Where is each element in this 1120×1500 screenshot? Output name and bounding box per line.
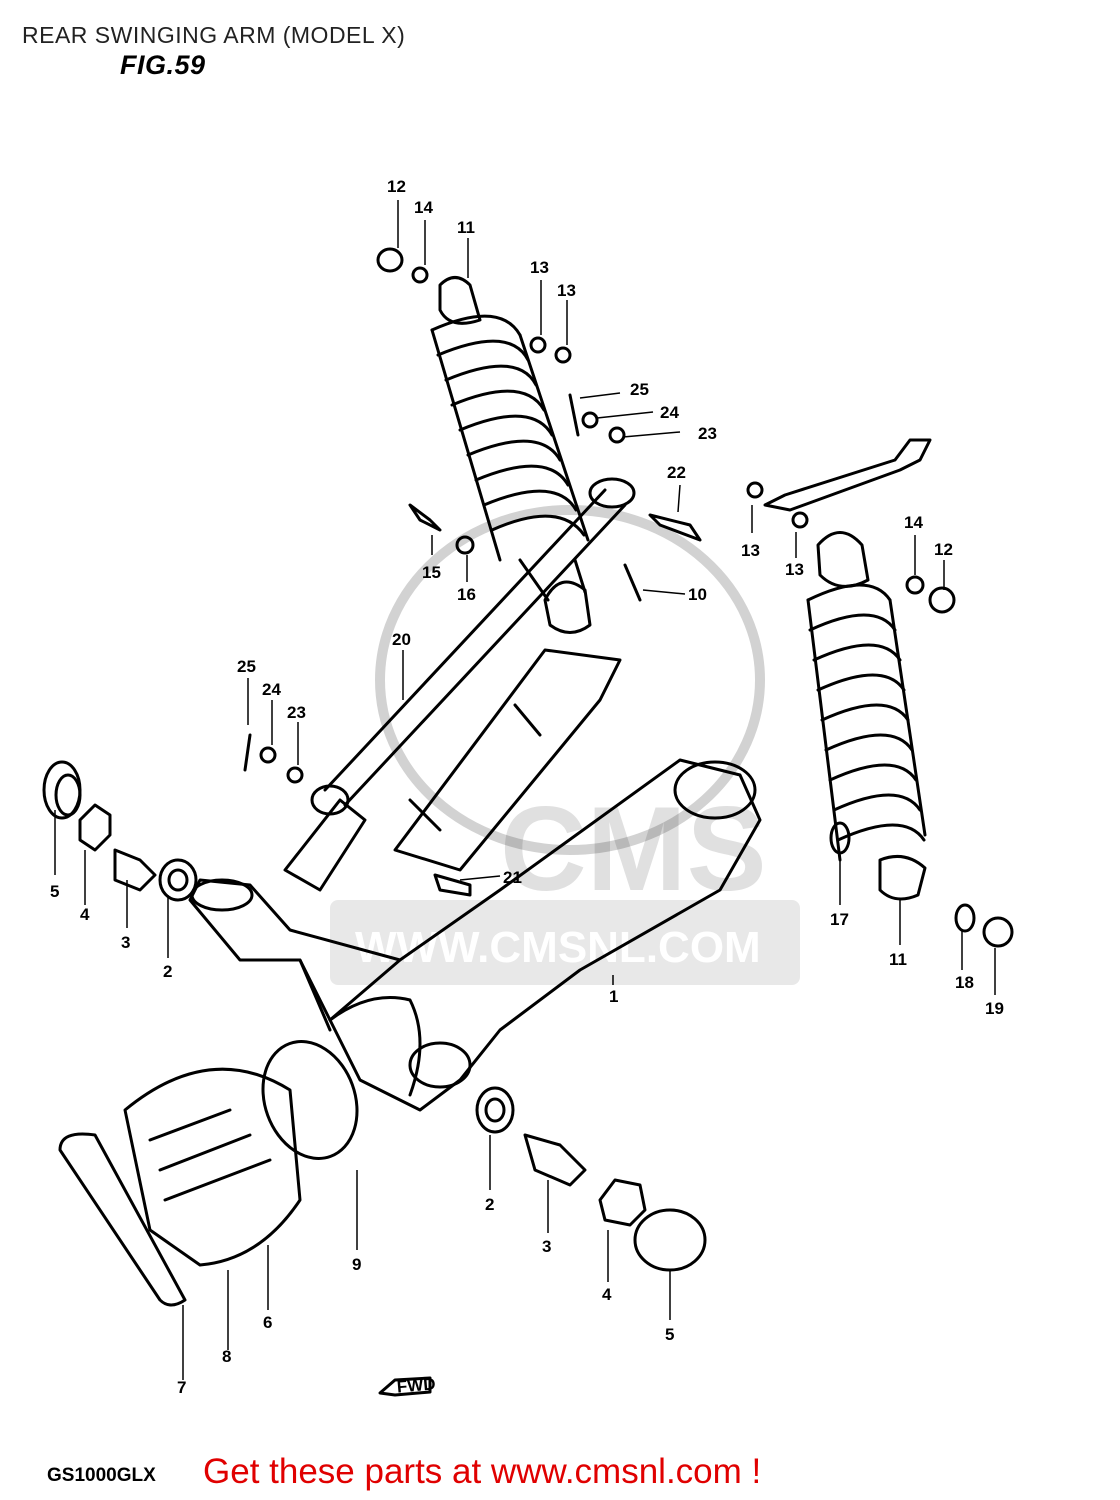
model-code: GS1000GLX (47, 1465, 156, 1486)
watermark-logo: CMS (500, 782, 767, 916)
callout-13: 13 (741, 541, 760, 560)
callout-21: 21 (503, 868, 522, 887)
callout-19: 19 (985, 999, 1004, 1018)
figure-label: FIG.59 (120, 50, 206, 80)
callout-13: 13 (530, 258, 549, 277)
callout-13: 13 (785, 560, 804, 579)
callout-17: 17 (830, 910, 849, 929)
callout-22: 22 (667, 463, 686, 482)
callout-11: 11 (889, 950, 907, 969)
callout-14: 14 (414, 198, 433, 217)
callout-7: 7 (177, 1378, 186, 1397)
callout-3: 3 (121, 933, 130, 952)
parts-diagram: CMS WWW.CMSNL.COM (42, 177, 1014, 1397)
callout-2: 2 (163, 962, 172, 981)
rubber-boot-assembly (58, 1040, 359, 1307)
callout-6: 6 (263, 1313, 272, 1332)
swing-arm (188, 758, 762, 1112)
footer-cta-link[interactable]: Get these parts at www.cmsnl.com ! (203, 1452, 762, 1491)
axle-bracket (393, 648, 622, 872)
callout-12: 12 (934, 540, 953, 559)
callout-4: 4 (602, 1285, 612, 1304)
left-shock-absorber (430, 276, 592, 634)
callout-8: 8 (222, 1347, 231, 1366)
watermark-banner (330, 900, 800, 985)
right-shock-absorber (806, 531, 927, 901)
brake-stay (763, 438, 932, 512)
watermark-url: WWW.CMSNL.COM (355, 923, 761, 972)
callout-2: 2 (485, 1195, 494, 1214)
callout-14: 14 (904, 513, 923, 532)
callout-9: 9 (352, 1255, 361, 1274)
callout-labels: 12 14 11 13 13 25 24 23 22 13 13 14 12 1… (50, 177, 1004, 1397)
fasteners (243, 247, 1014, 948)
bracket-plate (283, 798, 367, 892)
callout-10: 10 (688, 585, 707, 604)
callout-3: 3 (542, 1237, 551, 1256)
callout-15: 15 (422, 563, 441, 582)
callout-24: 24 (660, 403, 679, 422)
callout-20: 20 (392, 630, 411, 649)
callout-12: 12 (387, 177, 406, 196)
callout-23: 23 (287, 703, 306, 722)
page-title: REAR SWINGING ARM (MODEL X) (22, 22, 406, 48)
leader-lines (54, 200, 996, 1380)
callout-25: 25 (630, 380, 649, 399)
callout-4: 4 (80, 905, 90, 924)
callout-25: 25 (237, 657, 256, 676)
callout-1: 1 (609, 987, 618, 1006)
callout-18: 18 (955, 973, 974, 992)
direction-arrow (378, 1376, 432, 1397)
callout-24: 24 (262, 680, 281, 699)
callout-11: 11 (457, 218, 475, 237)
left-bearing-set (42, 760, 198, 902)
callout-23: 23 (698, 424, 717, 443)
callout-5: 5 (50, 882, 59, 901)
callout-5: 5 (665, 1325, 674, 1344)
callout-16: 16 (457, 585, 476, 604)
watermark (330, 505, 800, 985)
fwd-marker: FWD (396, 1374, 436, 1396)
callout-13: 13 (557, 281, 576, 300)
right-bearing-set (475, 1086, 707, 1272)
watermark-logo-ring (375, 505, 765, 855)
